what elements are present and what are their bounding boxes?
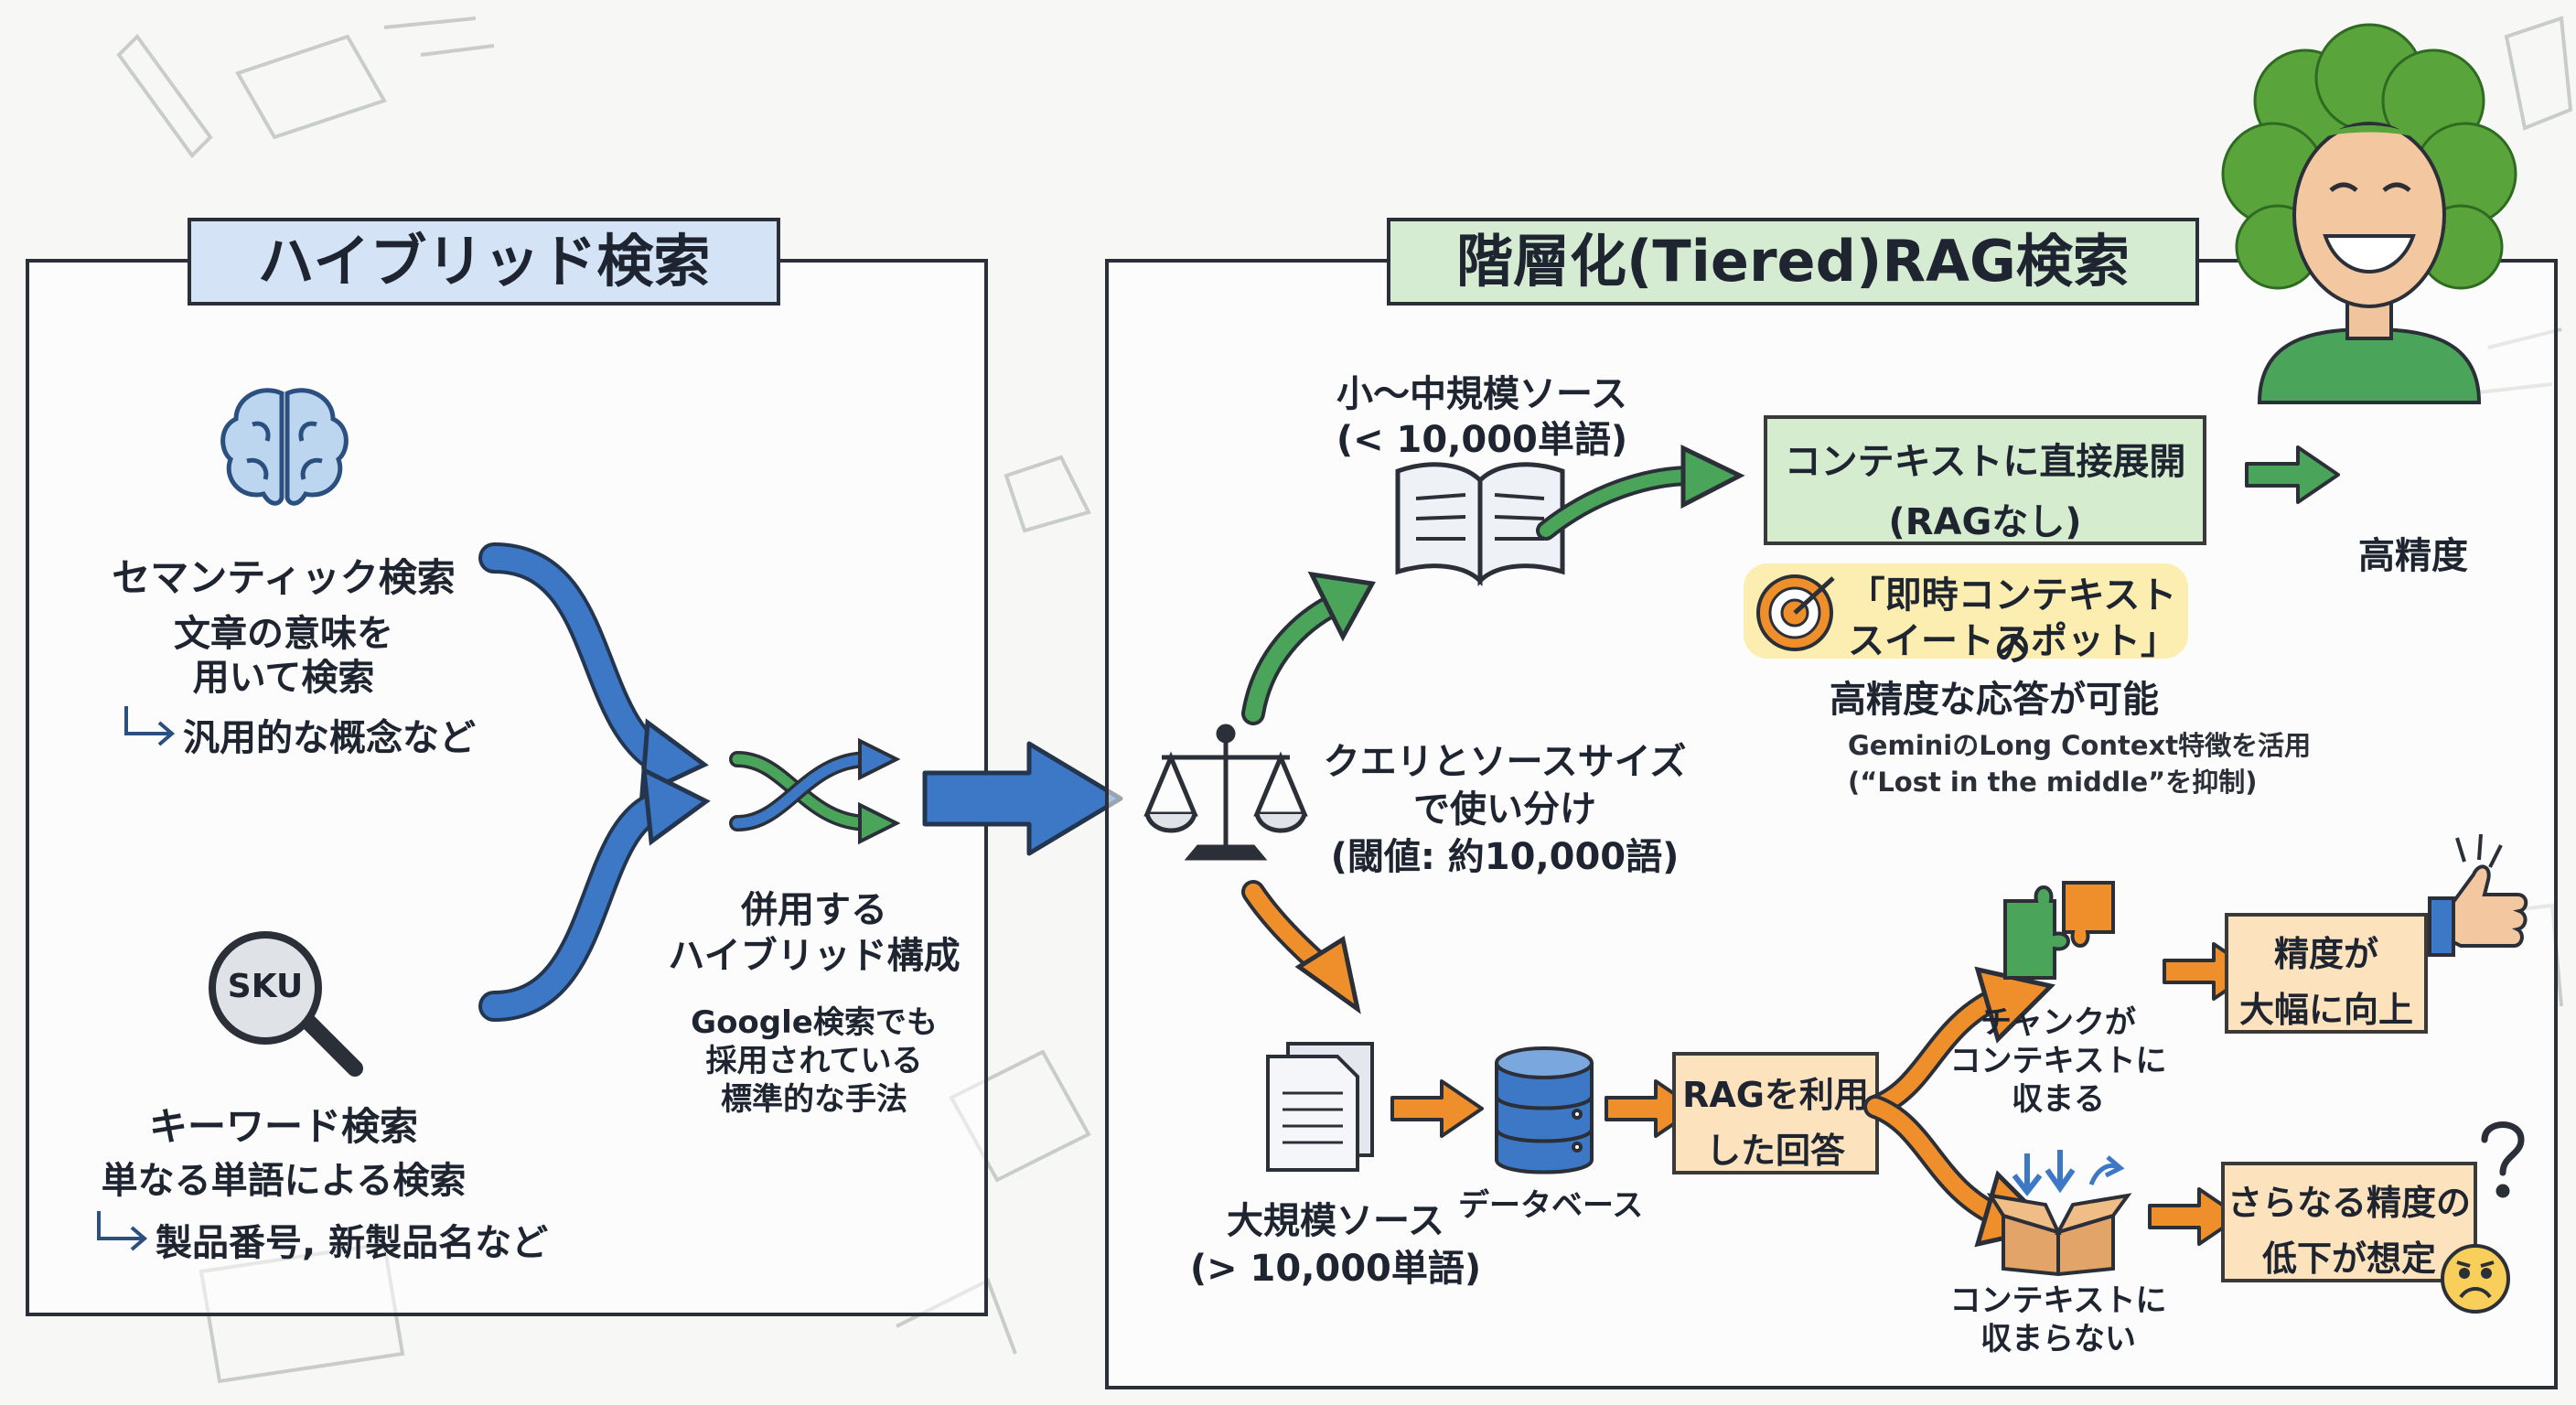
combo-note-2: 採用されている: [705, 1043, 923, 1079]
rag-line-1: RAGを利用: [1682, 1075, 1869, 1115]
orange-arrow-down: [1241, 880, 1361, 1014]
semantic-desc-2: 用いて検索: [192, 657, 375, 699]
query-line-3: (閾値: 約10,000語): [1330, 836, 1680, 878]
green-arrow-up: [1241, 571, 1376, 725]
combo-note-1: Google検索でも: [691, 1004, 938, 1041]
sweet-line-2: スイートスポット」: [1848, 620, 2177, 662]
large-source-1: 大規模ソース: [1227, 1200, 1444, 1242]
keyword-desc: 単なる単語による検索: [101, 1160, 467, 1202]
merge-arrows: [478, 542, 711, 1022]
improve-box: 精度が 大幅に向上: [2225, 913, 2428, 1034]
keyword-example: 製品番号, 新製品名など: [156, 1222, 549, 1264]
combo-line-1: 併用する: [741, 889, 887, 931]
fit-line-1: チャンクが: [1980, 1004, 2136, 1041]
brain-icon: [220, 388, 349, 506]
combo-line-2: ハイブリッド構成: [668, 935, 961, 977]
green-arrow-direct: [1536, 445, 1745, 541]
query-line-1: クエリとソースサイズ: [1323, 741, 1687, 783]
fork-arrows: [1863, 966, 2055, 1248]
hybrid-panel: [26, 259, 988, 1316]
documents-icon: [1266, 1042, 1374, 1172]
tiered-title: 階層化(Tiered)RAG検索: [1387, 218, 2199, 306]
fit-line-2: コンテキストに: [1949, 1043, 2167, 1079]
green-arrow-result: [2245, 445, 2340, 504]
large-source-2: (> 10,000単語): [1189, 1248, 1482, 1290]
sad-face-icon: [2441, 1244, 2510, 1314]
scale-icon: [1143, 724, 1308, 861]
keyword-title: キーワード検索: [148, 1104, 418, 1149]
target-icon: [1756, 574, 1835, 651]
shuffle-icon: [729, 737, 901, 845]
rag-box: RAGを利用 した回答: [1672, 1052, 1879, 1174]
avatar: [2221, 23, 2517, 404]
database-icon: [1495, 1046, 1594, 1174]
direct-line-2: (RAGなし): [1888, 501, 2082, 543]
arrow-return-icon: [124, 706, 176, 746]
direct-context-box: コンテキストに直接展開 (RAGなし): [1764, 415, 2206, 545]
degrade-line-2: 低下が想定: [2261, 1239, 2436, 1279]
degrade-box: さらなる精度の 低下が想定: [2221, 1162, 2477, 1282]
query-line-2: で使い分け: [1413, 788, 1596, 831]
semantic-desc-1: 文章の意味を: [174, 613, 393, 655]
direct-line-1: コンテキストに直接展開: [1784, 441, 2186, 483]
sweet-desc: 高精度な応答が可能: [1830, 679, 2159, 721]
sku-label: SKU: [227, 968, 304, 1005]
question-mark-icon: [2481, 1121, 2525, 1198]
magnifier-sku-icon: [209, 931, 363, 1077]
notfit-line-2: 収まらない: [1980, 1321, 2136, 1357]
hybrid-title: ハイブリッド検索: [188, 218, 780, 306]
small-source-2: (< 10,000単語): [1336, 419, 1628, 461]
overflow-box-icon: [1986, 1150, 2132, 1277]
degrade-line-1: さらなる精度の: [2227, 1183, 2471, 1223]
small-source-1: 小〜中規模ソース: [1336, 373, 1627, 415]
high-precision: 高精度: [2358, 535, 2468, 577]
improve-line-2: 大幅に向上: [2238, 990, 2413, 1030]
puzzle-icon: [2003, 881, 2115, 980]
rag-line-2: した回答: [1705, 1131, 1845, 1171]
combo-note-3: 標準的な手法: [721, 1081, 907, 1118]
thumbs-up-icon: [2428, 833, 2528, 957]
notfit-line-1: コンテキストに: [1949, 1282, 2167, 1319]
orange-arrow-to-db: [1390, 1079, 1484, 1138]
sweet-line-1: 「即時コンテキストの: [1848, 574, 2177, 670]
orange-arrow-degrade: [2148, 1187, 2241, 1246]
semantic-example: 汎用的な概念など: [183, 717, 476, 759]
semantic-title: セマンティック検索: [112, 555, 456, 600]
fit-line-3: 収まる: [2012, 1081, 2105, 1118]
database-label: データベース: [1458, 1187, 1644, 1224]
arrow-return-icon: [97, 1211, 148, 1251]
gemini-note-2: (“Lost in the middle”を抑制): [1848, 767, 2258, 798]
gemini-note-1: GeminiのLong Context特徴を活用: [1848, 730, 2312, 761]
open-book-icon: [1395, 462, 1565, 587]
connector-arrow: [922, 741, 1123, 856]
improve-line-1: 精度が: [2273, 934, 2378, 974]
